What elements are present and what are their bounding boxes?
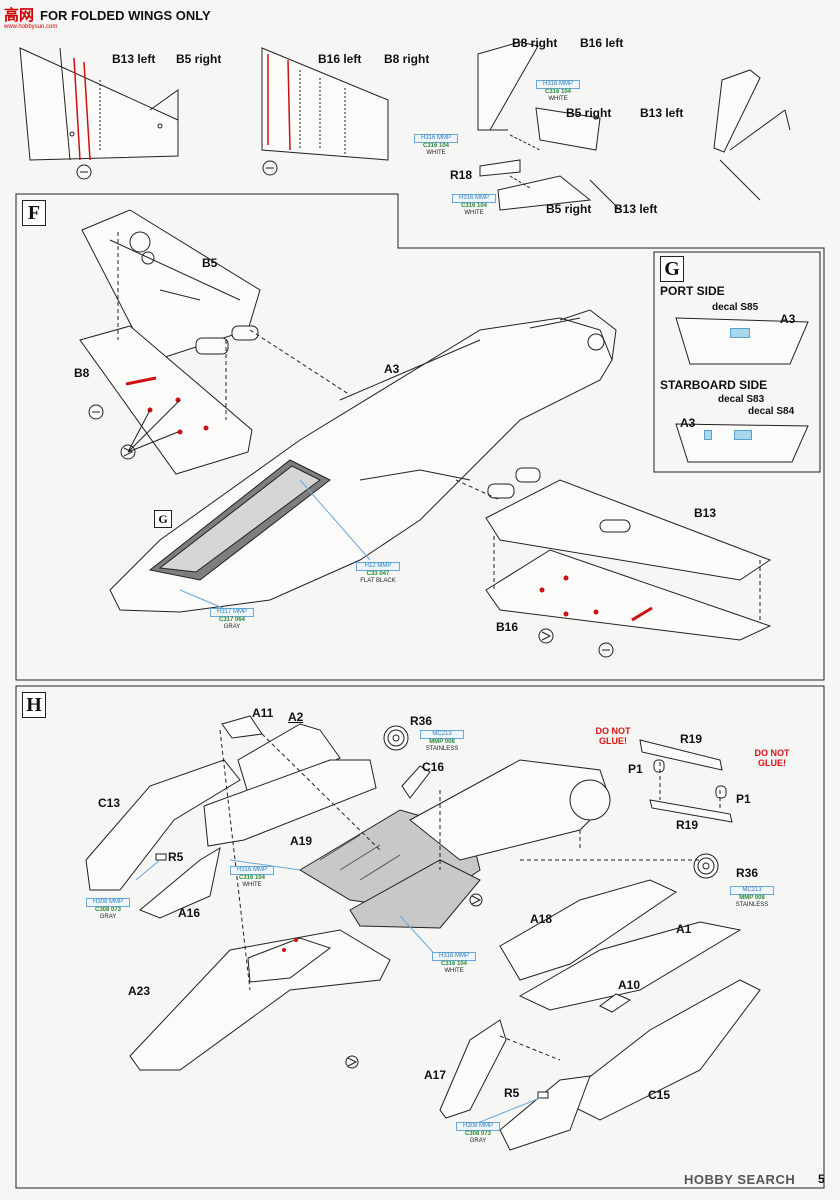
- paint-chip-white: H316 MMP C316 104 WHITE: [414, 134, 458, 157]
- paint-chip-gray: H317 MMP C317 064 GRAY: [210, 608, 254, 631]
- step-letter-g: G: [660, 256, 684, 282]
- part-label-r36-top: R36: [410, 714, 433, 728]
- callout-b5-right-3: B5 right: [546, 202, 592, 216]
- part-label-a3-starboard: A3: [680, 416, 696, 430]
- part-label-r19-top: R19: [680, 732, 703, 746]
- step-letter-h: H: [22, 692, 46, 718]
- step-letter-f: F: [22, 200, 46, 226]
- part-label-r36-right: R36: [736, 866, 759, 880]
- paint-chip-white: H316 MMP C316 104 WHITE: [432, 952, 476, 975]
- decal-s84: [734, 430, 752, 440]
- port-side-title: PORT SIDE: [660, 284, 725, 298]
- callout-b16-left: B16 left: [318, 52, 362, 66]
- part-label-c13: C13: [98, 796, 121, 810]
- part-label-r5-right: R5: [504, 1086, 520, 1100]
- decal-s85-label: decal S85: [712, 302, 759, 313]
- part-label-a10: A10: [618, 978, 641, 992]
- part-label-p1-left: P1: [628, 762, 643, 776]
- callout-b13-left-3: B13 left: [614, 202, 658, 216]
- callout-b13-left: B13 left: [112, 52, 156, 66]
- part-label-a11: A11: [252, 706, 274, 720]
- part-label-p1-right: P1: [736, 792, 751, 806]
- paint-chip-gray: H308 MMP C308 073 GRAY: [86, 898, 130, 921]
- part-label-c16: C16: [422, 760, 445, 774]
- do-not-glue-warning: DO NOT GLUE!: [595, 726, 631, 746]
- decal-s85: [730, 328, 750, 338]
- part-label-a19: A19: [290, 834, 313, 848]
- starboard-side-title: STARBOARD SIDE: [660, 378, 768, 392]
- part-label-b8: B8: [74, 366, 90, 380]
- callout-b5-right-2: B5 right: [566, 106, 612, 120]
- part-label-a3-port: A3: [780, 312, 796, 326]
- callout-b13-left-2: B13 left: [640, 106, 684, 120]
- part-label-b16: B16: [496, 620, 519, 634]
- part-label-r19-bottom: R19: [676, 818, 699, 832]
- decal-s84-label: decal S84: [748, 406, 795, 417]
- callout-b16-left-2: B16 left: [580, 36, 624, 50]
- page-mark: 5: [818, 1172, 825, 1186]
- folded-wings-note: FOR FOLDED WINGS ONLY: [40, 8, 211, 23]
- paint-chip-white: H316 MMP C316 104 WHITE: [230, 866, 274, 889]
- site-logo-url: www.hobbysun.com: [4, 24, 58, 30]
- do-not-glue-warning: DO NOT GLUE!: [754, 748, 790, 768]
- paint-chip-stainless: MC213 MMP 008 STAINLESS: [730, 886, 774, 909]
- part-label-a16: A16: [178, 906, 201, 920]
- part-label-b5: B5: [202, 256, 218, 270]
- part-label-c15: C15: [648, 1088, 671, 1102]
- callout-b5-right: B5 right: [176, 52, 222, 66]
- paint-chip-flat-black: H12 MMP C33 047 FLAT BLACK: [356, 562, 400, 585]
- decal-s83-label: decal S83: [718, 394, 765, 405]
- decal-s83: [704, 430, 712, 440]
- part-label-a17: A17: [424, 1068, 447, 1082]
- part-label-b13: B13: [694, 506, 717, 520]
- ref-box-g: G: [154, 510, 172, 528]
- part-label-a18: A18: [530, 912, 553, 926]
- part-label-r18: R18: [450, 168, 473, 182]
- hobby-search-watermark: HOBBY SEARCH: [684, 1172, 796, 1187]
- paint-chip-white: H316 MMP C316 104 WHITE: [452, 194, 496, 217]
- paint-chip-gray: H308 MMP C308 073 GRAY: [456, 1122, 500, 1145]
- part-label-a3: A3: [384, 362, 400, 376]
- paint-chip-stainless: MC213 MMP 008 STAINLESS: [420, 730, 464, 753]
- part-label-r5-left: R5: [168, 850, 184, 864]
- callout-b8-right-2: B8 right: [512, 36, 558, 50]
- part-label-a1: A1: [676, 922, 692, 936]
- callout-b8-right: B8 right: [384, 52, 430, 66]
- part-label-a23: A23: [128, 984, 151, 998]
- site-logo: 高网: [4, 6, 35, 24]
- part-label-a2: A2: [288, 710, 304, 724]
- paint-chip-white: H316 MMP C316 104 WHITE: [536, 80, 580, 103]
